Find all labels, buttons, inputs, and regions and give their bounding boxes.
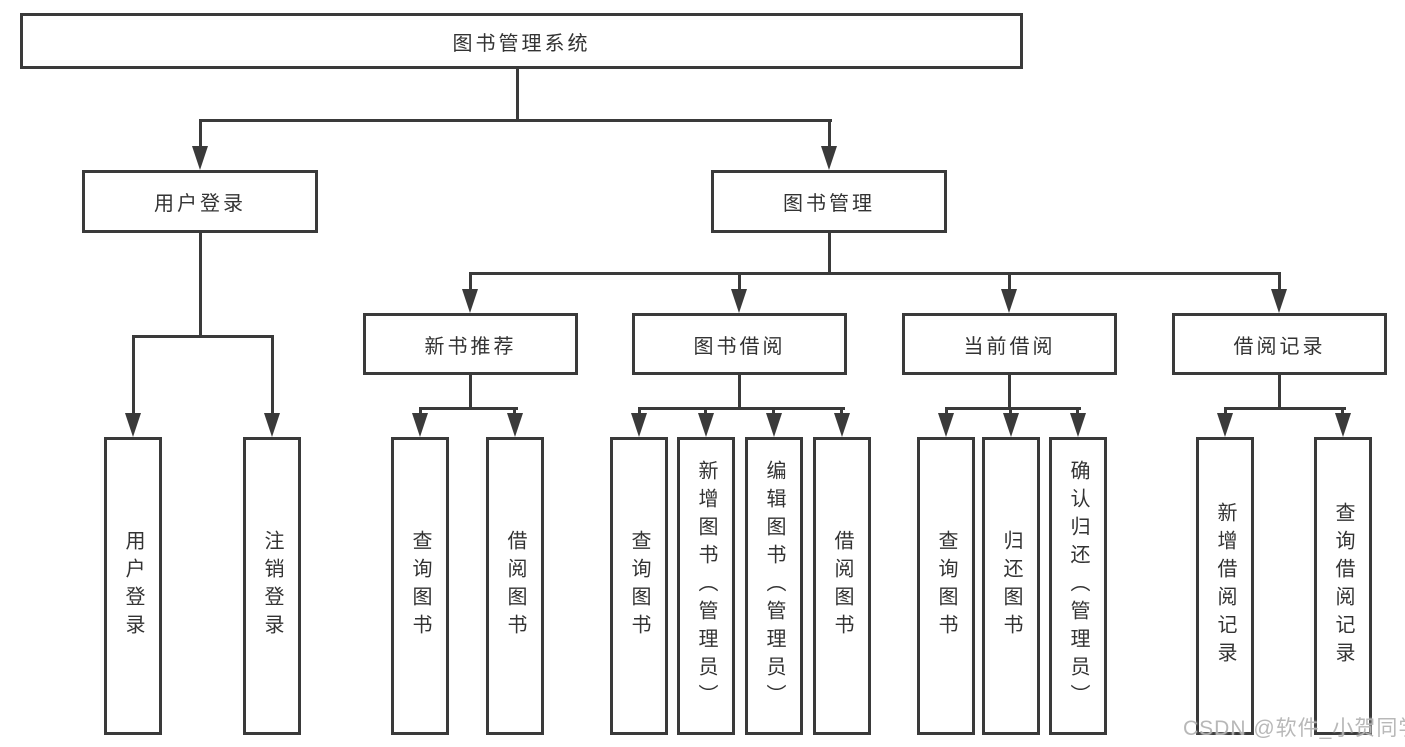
connector-line <box>1009 407 1012 417</box>
connector-line <box>469 375 472 409</box>
connector-line <box>469 272 1281 275</box>
leaf-label: 借阅图书 <box>831 530 853 642</box>
leaf-label: 新增借阅记录 <box>1214 502 1236 670</box>
leaf-label: 归还图书 <box>1000 530 1022 642</box>
leaf-label: 确认归还（管理员） <box>1067 460 1089 712</box>
arrow-down-icon <box>264 413 280 437</box>
connector-line <box>132 335 274 338</box>
arrow-down-icon <box>938 413 954 437</box>
csdn-watermark: CSDN @软件_小贺同学 <box>1183 717 1405 740</box>
connector-line <box>1008 272 1011 292</box>
arrow-down-icon <box>1335 413 1351 437</box>
connector-line <box>738 375 741 409</box>
node-book-management: 图书管理 <box>711 170 947 233</box>
leaf-label: 查询借阅记录 <box>1332 502 1354 670</box>
connector-line <box>1341 407 1344 417</box>
node-borrow-records: 借阅记录 <box>1172 313 1387 375</box>
leaf-label: 新增图书（管理员） <box>695 460 717 712</box>
leaf-add-borrow-record: 新增借阅记录 <box>1196 437 1254 735</box>
leaf-label: 查询图书 <box>409 530 431 642</box>
node-label: 当前借阅 <box>963 335 1056 358</box>
leaf-label: 注销登录 <box>261 530 283 642</box>
leaf-edit-book-admin: 编辑图书（管理员） <box>745 437 803 735</box>
node-new-book-recommend: 新书推荐 <box>363 313 578 375</box>
connector-line <box>738 272 741 292</box>
connector-line <box>419 407 422 417</box>
node-current-borrow: 当前借阅 <box>902 313 1117 375</box>
arrow-down-icon <box>731 289 747 313</box>
node-label: 新书推荐 <box>424 335 517 358</box>
connector-line <box>1278 375 1281 409</box>
node-label: 图书借阅 <box>693 335 786 358</box>
connector-line <box>419 407 518 410</box>
leaf-add-book-admin: 新增图书（管理员） <box>677 437 735 735</box>
leaf-query-borrow-record: 查询借阅记录 <box>1314 437 1372 735</box>
node-label: 借阅记录 <box>1233 335 1326 358</box>
connector-line <box>828 233 831 274</box>
leaf-label: 用户登录 <box>122 530 144 642</box>
leaf-borrow-books-1: 借阅图书 <box>486 437 544 735</box>
connector-line <box>704 407 707 417</box>
connector-line <box>516 68 519 122</box>
connector-line <box>1224 407 1346 410</box>
connector-line <box>840 407 843 417</box>
arrow-down-icon <box>507 413 523 437</box>
connector-line <box>945 407 948 417</box>
arrow-down-icon <box>1217 413 1233 437</box>
leaf-borrow-books-2: 借阅图书 <box>813 437 871 735</box>
connector-line <box>271 335 274 417</box>
leaf-label: 查询图书 <box>935 530 957 642</box>
connector-line <box>469 272 472 292</box>
arrow-down-icon <box>766 413 782 437</box>
leaf-logout-login: 注销登录 <box>243 437 301 735</box>
connector-line <box>828 119 831 149</box>
connector-line <box>1278 272 1281 292</box>
connector-line <box>132 335 135 417</box>
leaf-return-books: 归还图书 <box>982 437 1040 735</box>
connector-line <box>1008 375 1011 409</box>
leaf-user-login: 用户登录 <box>104 437 162 735</box>
arrow-down-icon <box>1003 413 1019 437</box>
node-user-login: 用户登录 <box>82 170 318 233</box>
connector-line <box>772 407 775 417</box>
node-root: 图书管理系统 <box>20 13 1023 69</box>
arrow-down-icon <box>462 289 478 313</box>
arrow-down-icon <box>125 413 141 437</box>
connector-line <box>199 119 202 149</box>
leaf-query-books-2: 查询图书 <box>610 437 668 735</box>
leaf-label: 编辑图书（管理员） <box>763 460 785 712</box>
leaf-query-books-1: 查询图书 <box>391 437 449 735</box>
arrow-down-icon <box>412 413 428 437</box>
connector-line <box>1224 407 1227 417</box>
arrow-down-icon <box>1001 289 1017 313</box>
leaf-label: 借阅图书 <box>504 530 526 642</box>
leaf-confirm-return-admin: 确认归还（管理员） <box>1049 437 1107 735</box>
leaf-label: 查询图书 <box>628 530 650 642</box>
node-label: 图书管理 <box>783 193 875 215</box>
node-label: 用户登录 <box>154 193 246 215</box>
connector-line <box>638 407 845 410</box>
arrow-down-icon <box>698 413 714 437</box>
leaf-query-books-3: 查询图书 <box>917 437 975 735</box>
node-root-label: 图书管理系统 <box>452 32 591 55</box>
connector-line <box>199 233 202 337</box>
arrow-down-icon <box>631 413 647 437</box>
connector-line <box>199 119 832 122</box>
arrow-down-icon <box>1070 413 1086 437</box>
connector-line <box>945 407 1081 410</box>
arrow-down-icon <box>821 146 837 170</box>
arrow-down-icon <box>834 413 850 437</box>
arrow-down-icon <box>192 146 208 170</box>
arrow-down-icon <box>1271 289 1287 313</box>
connector-line <box>513 407 516 417</box>
node-book-borrow: 图书借阅 <box>632 313 847 375</box>
connector-line <box>638 407 641 417</box>
connector-line <box>1076 407 1079 417</box>
